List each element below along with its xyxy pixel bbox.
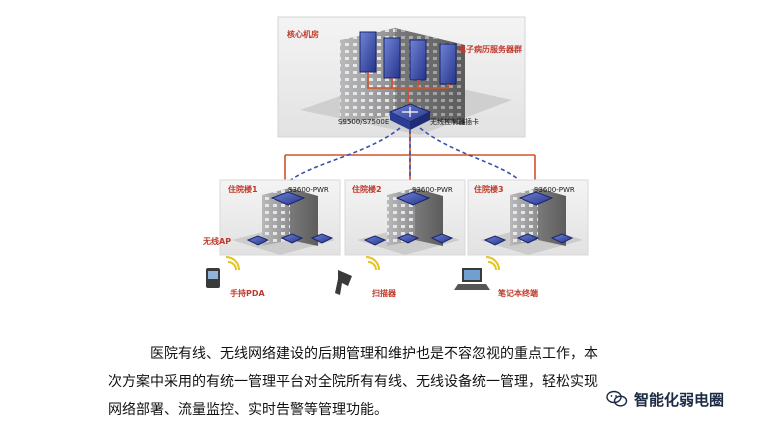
core-room-panel: 核心机房 电子病历服务器群: [277, 16, 526, 138]
caption-line-3: 网络部署、流量监控、实时告警等管理功能。: [108, 402, 388, 418]
building-2-label: 住院楼2: [352, 184, 382, 194]
building-panel-1: [219, 179, 341, 256]
building-3-label: 住院楼3: [474, 184, 504, 194]
building-2-switch-label: S3600-PWR: [412, 186, 453, 194]
core-switch-label: S9500/S7500E: [338, 118, 389, 126]
scanner-icon: [335, 270, 352, 295]
caption-line-2: 次方案中采用的有统一管理平台对全院所有有线、无线设备统一管理，轻松实现: [108, 374, 598, 390]
server-rack-icon: [359, 31, 457, 85]
ap-label: 无线AP: [202, 236, 231, 246]
access-switch-icon: [270, 191, 554, 206]
scanner-label: 扫描器: [372, 288, 397, 298]
pda-label: 手持PDA: [230, 288, 266, 298]
watermark-text: 智能化弱电圈: [634, 390, 725, 409]
wifi-signal-icon: [225, 256, 500, 271]
core-switch-icon: [388, 103, 432, 130]
wireless-card-label: 无线控制器插卡: [430, 117, 479, 126]
core-room-label: 核心机房: [287, 29, 319, 39]
server-cluster-label: 电子病历服务器群: [458, 44, 522, 54]
caption-line-1: 医院有线、无线网络建设的后期管理和维护也是不容忽视的重点工作，本: [150, 346, 598, 362]
building-1-label: 住院楼1: [228, 184, 258, 194]
building-3-switch-label: S3600-PWR: [534, 186, 575, 194]
wireless-ap-icon: [246, 233, 574, 246]
network-topology-diagram: 核心机房 电子病历服务器群 S9500/S7500E 无线控制器插卡: [202, 16, 589, 298]
watermark: 智能化弱电圈: [602, 387, 729, 411]
building-1-switch-label: S3600-PWR: [288, 186, 329, 194]
laptop-label: 笔记本终端: [498, 288, 538, 298]
laptop-icon: [454, 268, 490, 290]
caption: 医院有线、无线网络建设的后期管理和维护也是不容忽视的重点工作，本 次方案中采用的…: [108, 340, 668, 424]
wechat-icon: [606, 390, 628, 407]
pda-icon: [206, 268, 220, 288]
